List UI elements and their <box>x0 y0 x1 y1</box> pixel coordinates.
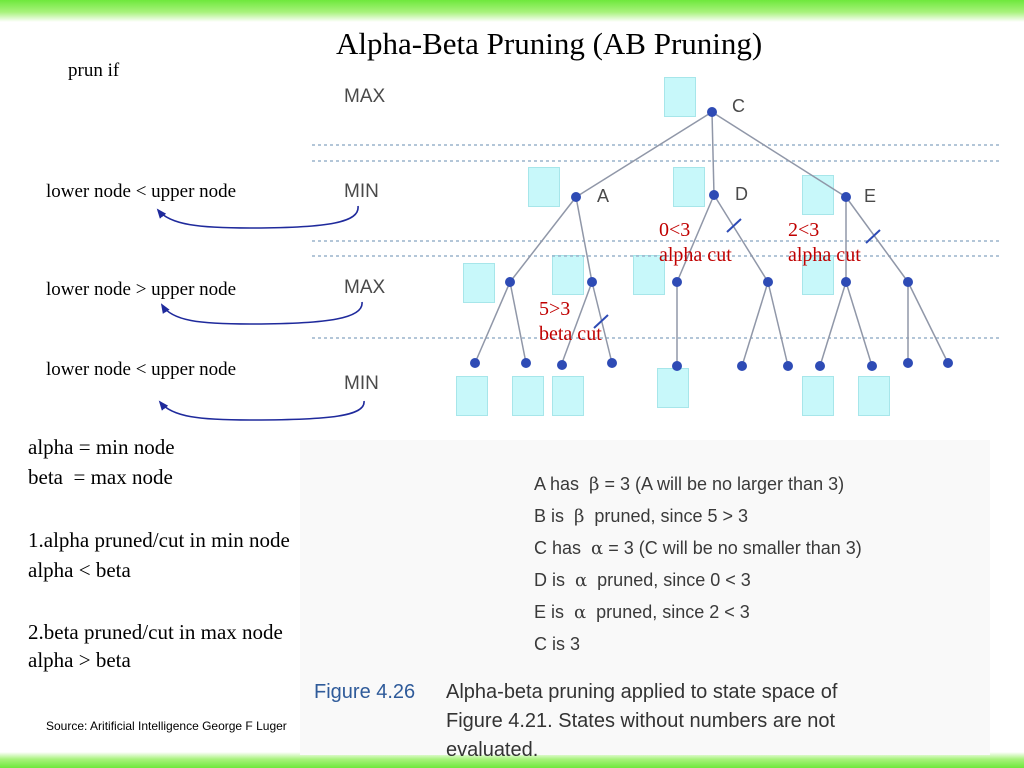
prun-if-label: prun if <box>68 60 120 81</box>
level-label-min-1: MIN <box>344 181 379 202</box>
arrow-min-to-max-bottom <box>158 400 365 421</box>
figure-panel <box>300 440 990 755</box>
node-d <box>709 190 719 200</box>
tree-leaf <box>867 361 877 371</box>
highlight-box <box>552 376 584 416</box>
figure-note: A has β = 3 (A will be no larger than 3) <box>534 474 845 495</box>
highlight-box <box>802 376 834 416</box>
level-dividers <box>312 144 1000 339</box>
source-citation: Source: Aritificial Intelligence George … <box>46 719 287 733</box>
rule1-heading: 1.alpha pruned/cut in min node <box>28 528 290 552</box>
tree-leaf <box>557 360 567 370</box>
highlight-box <box>512 376 544 416</box>
arrow-max-to-min <box>160 301 363 325</box>
tree-node <box>903 277 913 287</box>
alpha-cut-label-e: 2<3 alpha cut <box>788 219 861 266</box>
highlight-box <box>802 175 834 215</box>
arrow-min-to-max <box>156 205 359 229</box>
highlight-box <box>456 376 488 416</box>
figure-note: C has α = 3 (C will be no smaller than 3… <box>534 538 862 559</box>
node-label-e: E <box>864 186 876 206</box>
tree-leaf <box>943 358 953 368</box>
figure-caption-label: Figure 4.26 <box>314 681 416 703</box>
top-banner <box>0 0 1024 22</box>
node-label-a: A <box>597 186 609 206</box>
tree-leaf <box>737 361 747 371</box>
highlight-box <box>802 255 834 295</box>
alpha-definition: alpha = min node <box>28 435 175 459</box>
node-e <box>841 192 851 202</box>
tree-node <box>841 277 851 287</box>
cut-marks <box>593 218 881 329</box>
highlight-box <box>463 263 495 303</box>
tree-leaf <box>783 361 793 371</box>
tree-leaf <box>903 358 913 368</box>
level-label-min-2: MIN <box>344 373 379 394</box>
node-a <box>571 192 581 202</box>
figure-caption-line2: Figure 4.21. States without numbers are … <box>446 710 836 732</box>
beta-definition: beta = max node <box>28 465 173 489</box>
alpha-cut-label-d: 0<3 alpha cut <box>659 219 732 266</box>
figure-caption-line1: Alpha-beta pruning applied to state spac… <box>446 681 838 703</box>
figure-caption-line3: evaluated. <box>446 739 539 761</box>
tree-node <box>505 277 515 287</box>
level-label-max-2: MAX <box>344 277 386 298</box>
rule2-condition: alpha > beta <box>28 648 131 672</box>
rule2-heading: 2.beta pruned/cut in max node <box>28 620 283 644</box>
highlight-box <box>552 255 584 295</box>
rule-min-level-bottom: lower node < upper node <box>46 359 237 380</box>
beta-cut-mark <box>593 314 609 329</box>
tree-node <box>763 277 773 287</box>
tree-edges <box>474 111 949 367</box>
tree-leaf <box>607 358 617 368</box>
alpha-cut-mark-d <box>726 218 742 233</box>
highlight-box <box>657 368 689 408</box>
level-label-max-1: MAX <box>344 86 386 107</box>
tree-leaf <box>672 361 682 371</box>
tree-node <box>587 277 597 287</box>
rule1-condition: alpha < beta <box>28 558 131 582</box>
rule-min-level: lower node < upper node <box>46 181 237 202</box>
figure-note: E is α pruned, since 2 < 3 <box>534 602 750 623</box>
highlight-box <box>528 167 560 207</box>
slide-title: Alpha-Beta Pruning (AB Pruning) <box>336 26 763 61</box>
tree-node <box>672 277 682 287</box>
alpha-cut-mark-e <box>865 229 881 244</box>
tree-leaf <box>521 358 531 368</box>
bottom-banner <box>0 752 1024 768</box>
highlight-box <box>664 77 696 117</box>
figure-note: B is β pruned, since 5 > 3 <box>534 506 749 527</box>
beta-cut-label: 5>3 beta cut <box>539 298 602 345</box>
node-label-c: C <box>732 96 745 116</box>
highlight-box <box>673 167 705 207</box>
figure-note: C is 3 <box>534 634 581 654</box>
rule-max-level: lower node > upper node <box>46 279 237 300</box>
tree-nodes <box>470 107 953 371</box>
highlight-box <box>858 376 890 416</box>
node-c <box>707 107 717 117</box>
node-label-d: D <box>735 184 748 204</box>
rule-arrows <box>156 205 365 421</box>
node-labels: C A D E <box>597 96 876 206</box>
tree-leaf <box>815 361 825 371</box>
figure-note: D is α pruned, since 0 < 3 <box>534 570 751 591</box>
tree-leaf <box>470 358 480 368</box>
